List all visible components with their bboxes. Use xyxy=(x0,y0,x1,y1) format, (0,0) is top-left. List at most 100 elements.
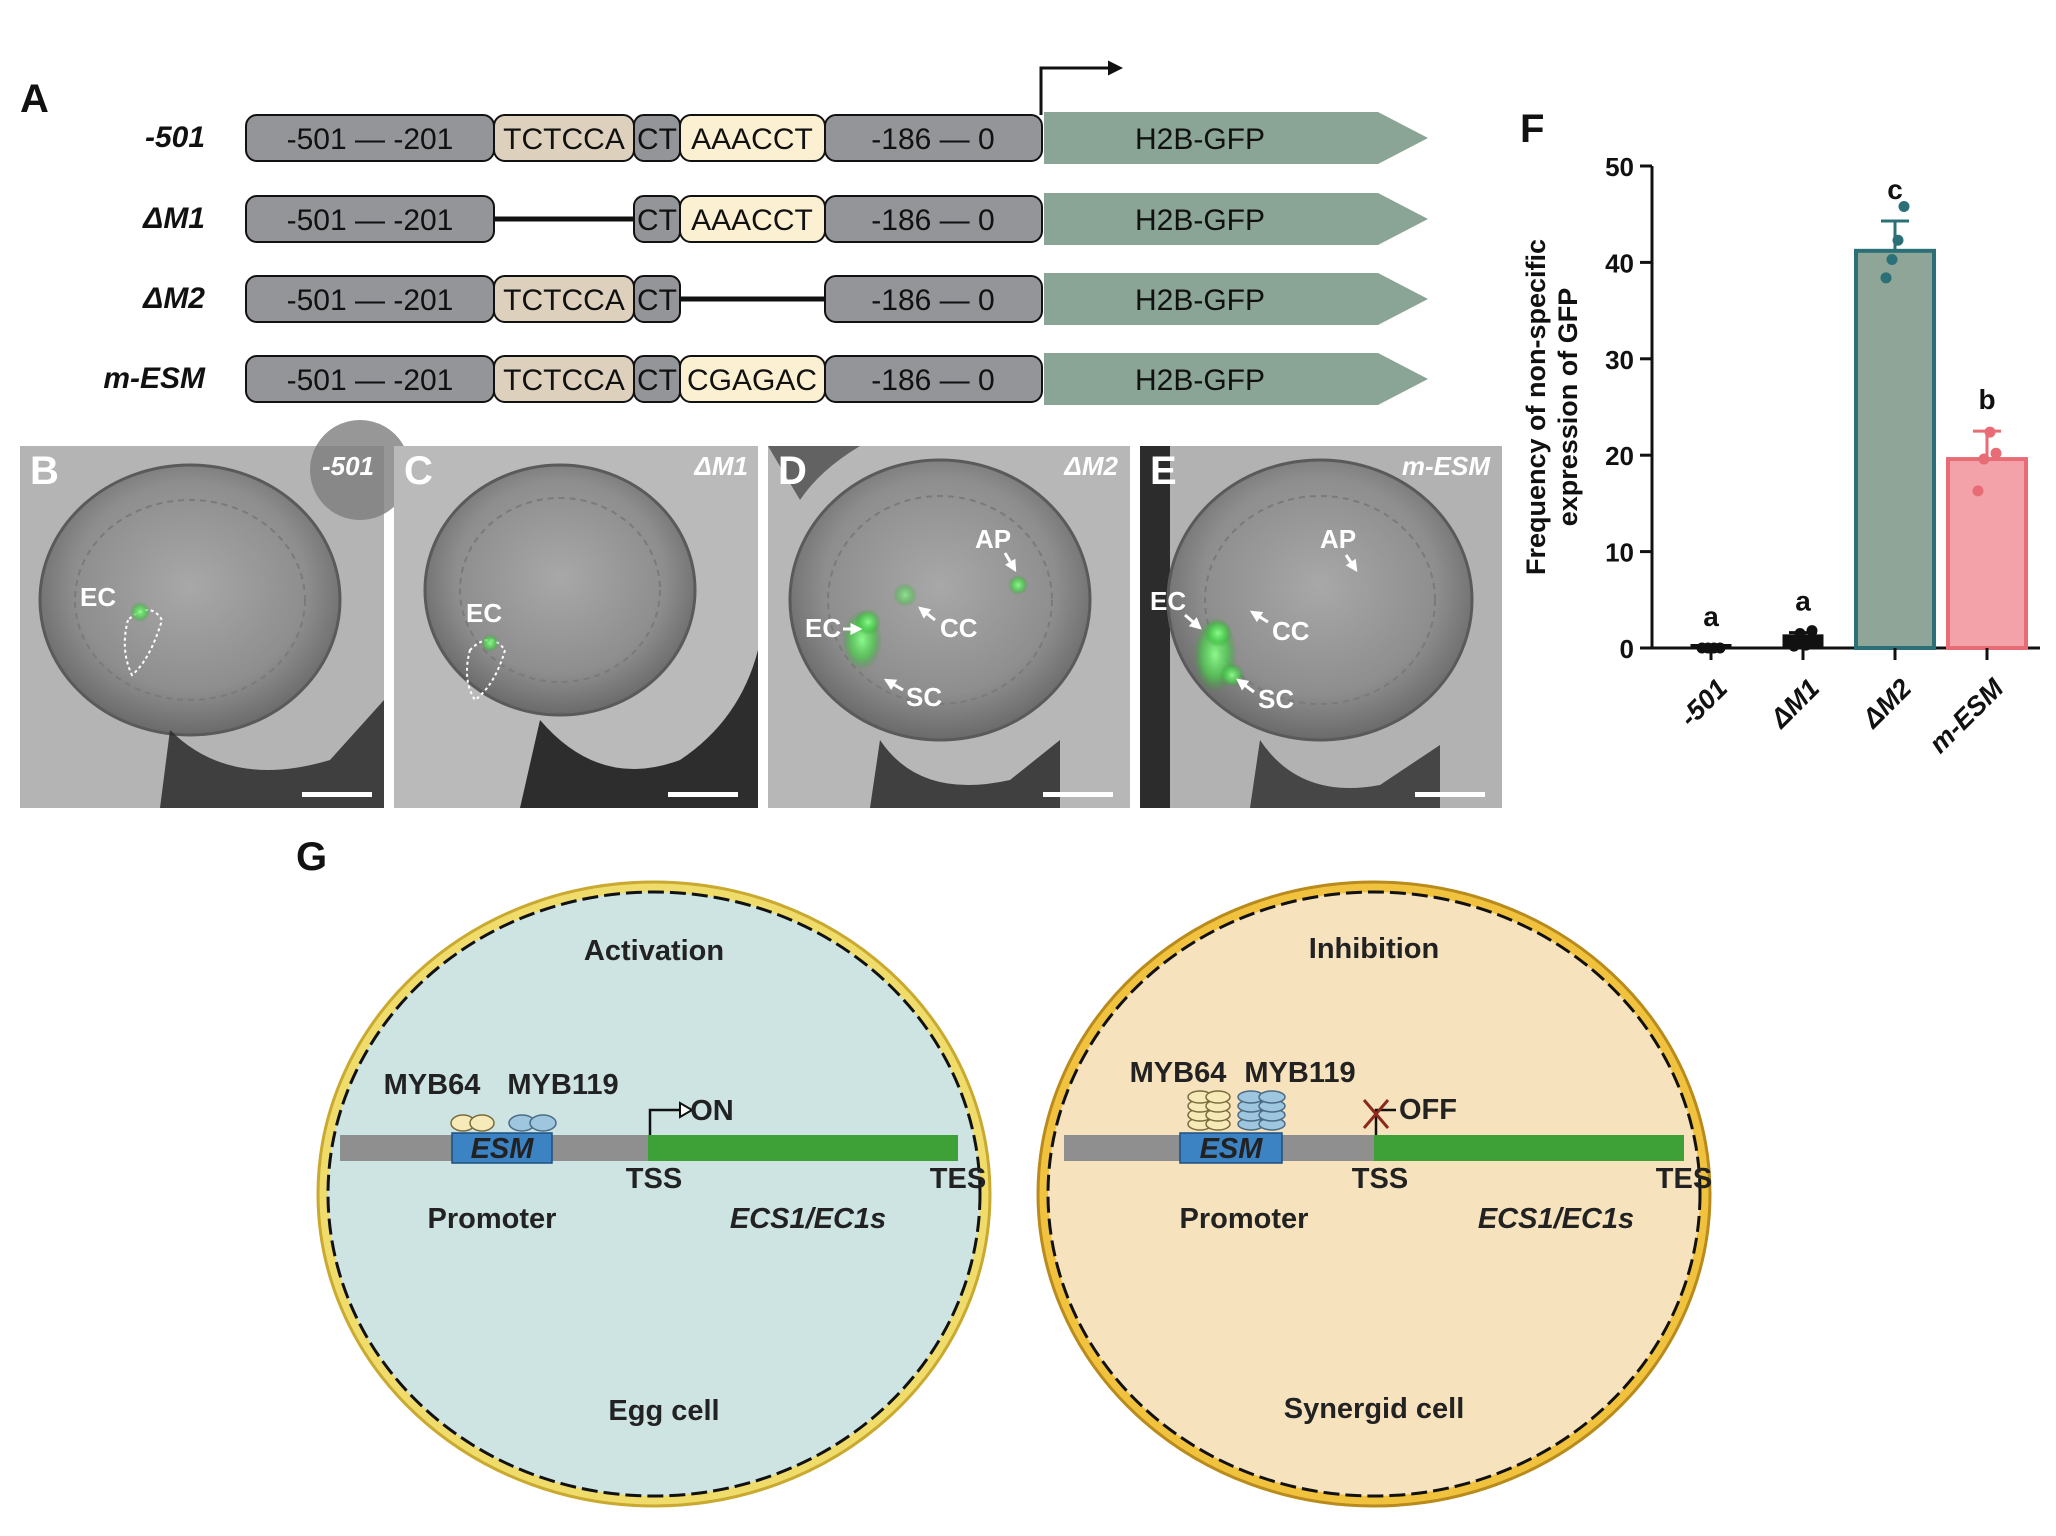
panel-letter-f: F xyxy=(1520,107,1544,151)
myb119-stack xyxy=(1237,1090,1286,1131)
esm-label: ESM xyxy=(471,1133,535,1165)
micrograph-title: -501 xyxy=(322,451,374,481)
motif-label: TCTCCA xyxy=(503,364,625,397)
motif-label: AAACCT xyxy=(691,123,813,156)
x-tick-label: -501 xyxy=(1674,673,1733,732)
esm-label: ESM xyxy=(1200,1133,1264,1165)
micrograph-title: m-ESM xyxy=(1402,451,1491,481)
construct-row-mesm: m-ESM -501 — -201 TCTCCA CT CGAGAC -186 … xyxy=(103,353,1428,405)
micrograph-c: C ΔM1 EC xyxy=(394,446,758,808)
inhibition-title: Inhibition xyxy=(1309,933,1439,965)
construct-name: ΔM2 xyxy=(142,282,205,315)
off-arrow xyxy=(1374,1108,1396,1135)
data-point xyxy=(1984,426,1996,438)
scale-bar xyxy=(1415,792,1485,797)
label-ec: EC xyxy=(1150,586,1186,616)
panel-letter-g: G xyxy=(296,835,327,879)
y-axis-label: expression of GFP xyxy=(1553,288,1583,527)
segment-grey-right xyxy=(824,355,1043,403)
construct-row-dm1: ΔM1 -501 — -201 CT AAACCT -186 — 0 H2B-G… xyxy=(142,193,1428,245)
label-cc: CC xyxy=(1272,616,1310,646)
construct-name: -501 xyxy=(145,121,205,154)
label-cc: CC xyxy=(940,613,978,643)
panel-letter-b: B xyxy=(30,449,59,493)
motif-label: TCTCCA xyxy=(503,123,625,156)
x-tick-label: ΔM1 xyxy=(1764,673,1825,734)
bar-2 xyxy=(1854,248,1936,650)
label-ec: EC xyxy=(805,613,841,643)
x-tick-label: ΔM2 xyxy=(1856,673,1917,734)
data-point xyxy=(1990,447,2002,459)
micrograph-title: ΔM1 xyxy=(693,451,748,481)
segment-label: -186 — 0 xyxy=(871,364,994,397)
reporter-label: H2B-GFP xyxy=(1135,364,1265,397)
significance-letter: b xyxy=(1978,384,1995,415)
tf-myb119: MYB119 xyxy=(507,1069,618,1101)
segment-grey-right xyxy=(824,114,1043,162)
y-tick-label: 0 xyxy=(1620,634,1634,664)
reporter-h2b-gfp xyxy=(1044,193,1428,245)
segment-grey-right xyxy=(824,195,1043,243)
cell-label: Egg cell xyxy=(608,1395,719,1427)
off-cross xyxy=(1362,1099,1390,1129)
y-tick-label: 20 xyxy=(1605,441,1634,471)
ct-label: CT xyxy=(637,123,677,156)
construct-name: m-ESM xyxy=(103,362,206,395)
data-point xyxy=(1794,628,1806,640)
y-tick-label: 50 xyxy=(1605,152,1634,182)
segment-grey-right xyxy=(824,275,1043,323)
synergid-cell-diagram: Inhibition MYB64 MYB119 ESM xyxy=(1036,880,1712,1508)
label-sc: SC xyxy=(1258,684,1294,714)
significance-letter: a xyxy=(1795,586,1811,617)
label-ap: AP xyxy=(1320,524,1356,554)
data-point xyxy=(1898,200,1910,212)
segment-label: -501 — -201 xyxy=(287,364,454,397)
on-arrow xyxy=(648,1108,682,1135)
tf-myb64: MYB64 xyxy=(384,1069,481,1101)
y-axis-label: Frequency of non-specific xyxy=(1521,239,1551,575)
label-ec: EC xyxy=(80,582,116,612)
panel-letter-c: C xyxy=(404,449,433,493)
arrow xyxy=(1344,554,1358,572)
cell-label: Synergid cell xyxy=(1284,1393,1465,1425)
gene-body xyxy=(648,1135,958,1161)
segment-label: -501 — -201 xyxy=(287,284,454,317)
scale-bar xyxy=(302,792,372,797)
micrograph-d: D ΔM2 AP EC CC SC xyxy=(768,446,1130,808)
scale-bar xyxy=(668,792,738,797)
y-tick-label: 40 xyxy=(1605,248,1634,278)
bar-3 xyxy=(1946,457,2028,650)
micrograph-e: E m-ESM EC AP CC SC xyxy=(1140,446,1502,808)
panel-letter-e: E xyxy=(1150,449,1177,493)
label-ec: EC xyxy=(466,598,502,628)
significance-letter: a xyxy=(1703,601,1719,632)
segment-label: -186 — 0 xyxy=(871,284,994,317)
arrow xyxy=(918,606,936,622)
micrograph-b: B -501 EC xyxy=(20,420,410,808)
segment-label: -501 — -201 xyxy=(287,204,454,237)
state-on: ON xyxy=(690,1095,734,1127)
state-off: OFF xyxy=(1399,1094,1457,1126)
motif-label: TCTCCA xyxy=(503,284,625,317)
panel-letter-a: A xyxy=(20,77,49,121)
myb64-stack xyxy=(1187,1090,1231,1131)
micrograph-title: ΔM2 xyxy=(1063,451,1118,481)
promoter-label: Promoter xyxy=(1180,1203,1309,1235)
data-point xyxy=(1788,640,1800,652)
gene-label: ECS1/EC1s xyxy=(1478,1203,1634,1235)
label-ap: AP xyxy=(975,524,1011,554)
arrow xyxy=(1003,552,1017,573)
data-point xyxy=(1886,254,1898,266)
segment-label: -186 — 0 xyxy=(871,204,994,237)
reporter-h2b-gfp xyxy=(1044,353,1428,405)
data-point xyxy=(1892,234,1904,246)
x-tick-label: m-ESM xyxy=(1923,673,2009,759)
data-point xyxy=(1880,272,1892,284)
reporter-label: H2B-GFP xyxy=(1135,284,1265,317)
arrow xyxy=(1184,613,1202,630)
tss-label: TSS xyxy=(1352,1163,1408,1195)
panel-letter-d: D xyxy=(778,449,807,493)
ct-label: CT xyxy=(637,284,677,317)
